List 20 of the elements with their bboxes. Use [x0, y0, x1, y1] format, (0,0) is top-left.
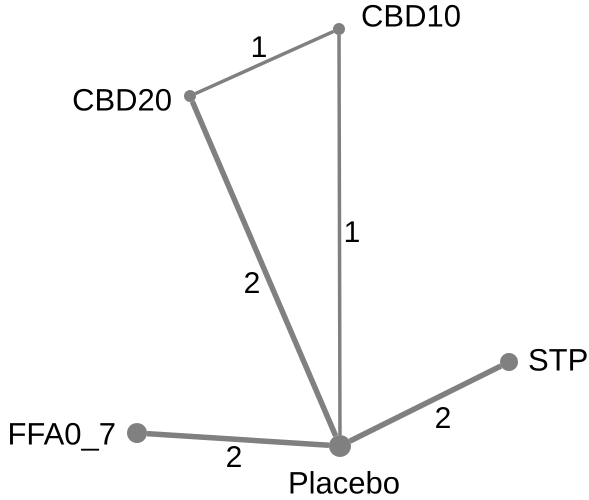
- node-dot: [333, 23, 345, 35]
- edge-line: [348, 364, 502, 444]
- node-label: CBD20: [72, 84, 172, 116]
- edge-line: [337, 35, 342, 435]
- edge-line: [146, 430, 330, 448]
- node-label: Placebo: [288, 468, 400, 498]
- node-dot: [500, 353, 518, 371]
- edge-label: 2: [244, 269, 260, 299]
- node-label: CBD10: [361, 0, 461, 32]
- node-dot: [184, 90, 196, 102]
- edge-line: [194, 30, 334, 96]
- edge-label: 1: [250, 33, 268, 63]
- edge-line: [190, 100, 338, 437]
- edge-label: 2: [434, 404, 452, 434]
- edge-label: 1: [344, 218, 360, 248]
- edge-label: 2: [226, 443, 242, 473]
- node-label: STP: [528, 344, 588, 376]
- node-dot: [329, 435, 351, 457]
- node-label: FFA0_7: [7, 418, 116, 450]
- node-dot: [127, 423, 147, 443]
